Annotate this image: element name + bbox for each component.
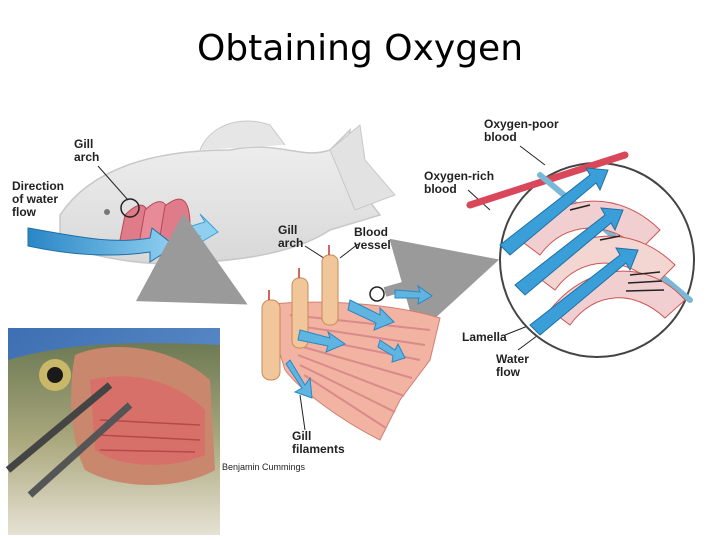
label-lamella: Lamella	[462, 330, 507, 344]
label-gill-arch-detail: Gill arch	[278, 223, 304, 250]
label-direction-of-water-flow: Direction of water flow	[12, 179, 65, 219]
label-oxygen-poor-blood: Oxygen-poor blood	[484, 117, 559, 144]
image-credit: Benjamin Cummings	[222, 462, 306, 472]
label-gill-arch-fish: Gill arch	[74, 137, 100, 164]
lamella-detail	[466, 151, 695, 358]
zoom-arrow-1	[135, 213, 248, 305]
gill-filaments-detail	[261, 245, 441, 441]
slide-title: Obtaining Oxygen	[196, 28, 524, 69]
label-blood-vessel: Blood vessel	[354, 225, 391, 252]
fish-photo	[5, 328, 220, 535]
label-oxygen-rich-blood: Oxygen-rich blood	[424, 169, 495, 196]
label-water-flow: Water flow	[496, 352, 529, 379]
label-gill-filaments: Gill filaments	[292, 429, 345, 456]
zoom-arrow-2	[383, 238, 500, 335]
